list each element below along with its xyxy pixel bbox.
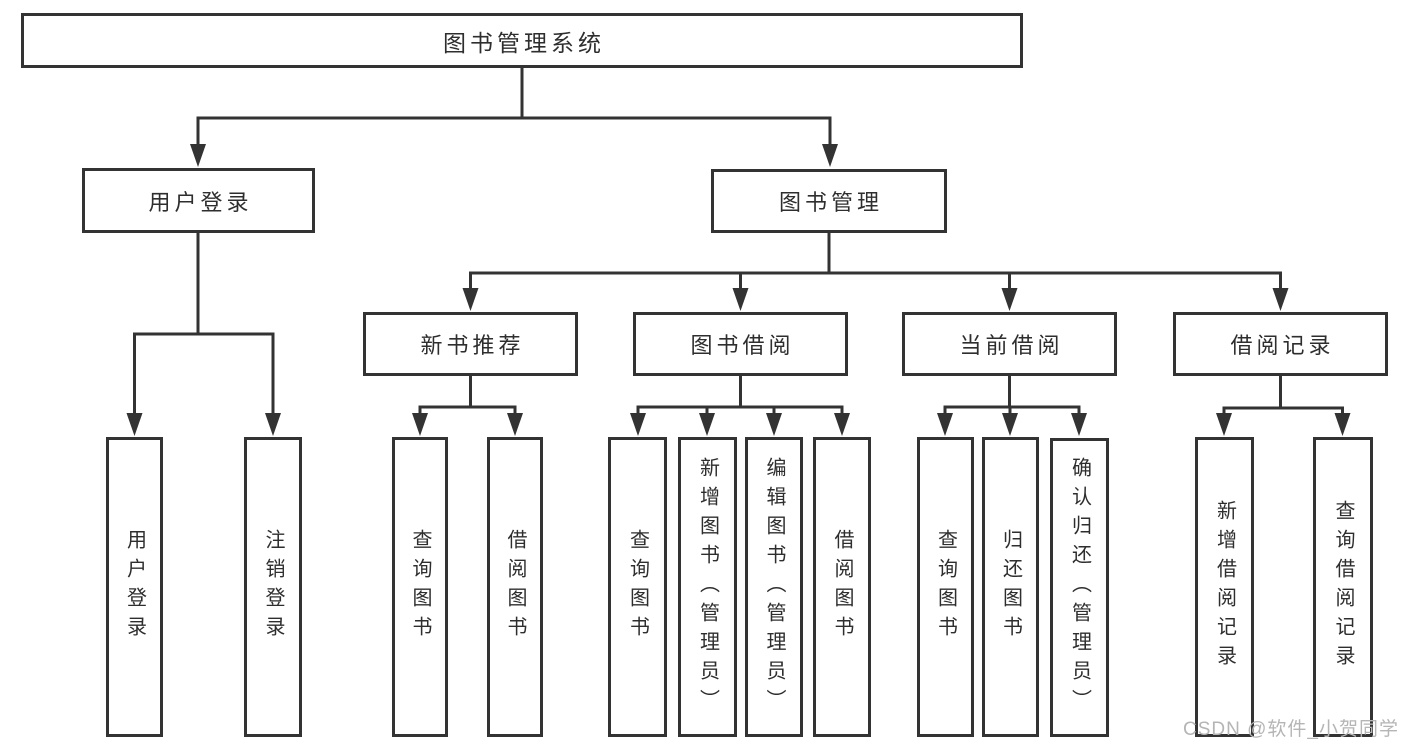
leaf-borrow-books-recommend-label: 借阅图书: [504, 529, 526, 645]
leaf-add-borrow-record-label: 新增借阅记录: [1213, 500, 1236, 674]
arrowhead: [507, 413, 523, 436]
arrowhead: [766, 413, 782, 436]
arrowhead: [1334, 413, 1351, 436]
node-borrowing-records-label: 借阅记录: [1230, 333, 1335, 358]
node-user-login-label: 用户登录: [148, 189, 253, 215]
arrowhead: [732, 288, 749, 311]
arrowhead: [822, 144, 838, 167]
leaf-query-books-borrowing-label: 查询图书: [626, 529, 649, 645]
leaf-query-books-current: 查询图书: [917, 437, 974, 737]
leaf-query-books-current-label: 查询图书: [934, 529, 957, 645]
leaf-user-login-label: 用户登录: [123, 529, 146, 645]
arrowhead: [1216, 413, 1232, 436]
leaf-query-borrow-record-label: 查询借阅记录: [1332, 500, 1354, 674]
leaf-logout: 注销登录: [244, 437, 302, 737]
node-book-borrowing: 图书借阅: [633, 312, 848, 376]
leaf-return-books-label: 归还图书: [999, 529, 1022, 645]
leaf-borrow-books-label: 借阅图书: [831, 529, 853, 645]
csdn-watermark: CSDN @软件_小贺同学: [1183, 719, 1399, 740]
leaf-confirm-return-admin: 确认归还（管理员）: [1050, 438, 1109, 737]
arrowhead: [265, 413, 281, 436]
arrowhead: [190, 144, 206, 167]
node-book-management: 图书管理: [711, 169, 947, 233]
arrowhead: [462, 288, 479, 311]
leaf-return-books: 归还图书: [982, 437, 1039, 737]
leaf-query-books-borrowing: 查询图书: [608, 437, 667, 737]
node-library-management-system-label: 图书管理系统: [443, 29, 605, 56]
arrowhead: [412, 413, 428, 436]
arrowhead: [1001, 288, 1018, 311]
connector-line: [943, 405, 1081, 416]
leaf-borrow-books-recommend: 借阅图书: [487, 437, 543, 737]
arrowhead: [1002, 413, 1018, 436]
leaf-confirm-return-admin-label: 确认归还（管理员）: [1068, 457, 1091, 718]
node-new-book-recommend: 新书推荐: [363, 312, 578, 376]
node-new-book-recommend-label: 新书推荐: [420, 333, 525, 358]
connector-line: [418, 405, 517, 416]
leaf-query-books-recommend: 查询图书: [392, 437, 448, 737]
connector-line: [133, 332, 275, 416]
arrowhead: [1272, 288, 1289, 311]
leaf-add-borrow-record: 新增借阅记录: [1195, 437, 1254, 737]
leaf-user-login: 用户登录: [106, 437, 163, 737]
arrowhead: [937, 413, 953, 436]
connector-line: [469, 271, 1282, 291]
connector-line: [196, 116, 832, 147]
node-borrowing-records: 借阅记录: [1173, 312, 1388, 376]
node-current-borrowing: 当前借阅: [902, 312, 1117, 376]
node-library-management-system: 图书管理系统: [21, 13, 1023, 68]
leaf-query-books-recommend-label: 查询图书: [409, 529, 431, 645]
arrowhead: [1071, 413, 1087, 436]
connector-line: [1222, 406, 1344, 416]
node-current-borrowing-label: 当前借阅: [959, 333, 1064, 358]
leaf-add-books-admin: 新增图书（管理员）: [678, 437, 737, 737]
node-book-borrowing-label: 图书借阅: [690, 333, 795, 358]
arrowhead: [699, 413, 715, 436]
leaf-borrow-books: 借阅图书: [813, 437, 871, 737]
arrowhead: [126, 413, 143, 436]
leaf-edit-books-admin-label: 编辑图书（管理员）: [763, 456, 785, 718]
node-user-login: 用户登录: [82, 168, 315, 233]
connector-line: [636, 405, 844, 416]
leaf-edit-books-admin: 编辑图书（管理员）: [745, 437, 803, 737]
leaf-query-borrow-record: 查询借阅记录: [1313, 437, 1373, 737]
leaf-logout-label: 注销登录: [262, 529, 284, 645]
arrowhead: [630, 413, 646, 436]
node-book-management-label: 图书管理: [778, 190, 883, 215]
arrowhead: [834, 413, 850, 436]
leaf-add-books-admin-label: 新增图书（管理员）: [696, 456, 719, 718]
